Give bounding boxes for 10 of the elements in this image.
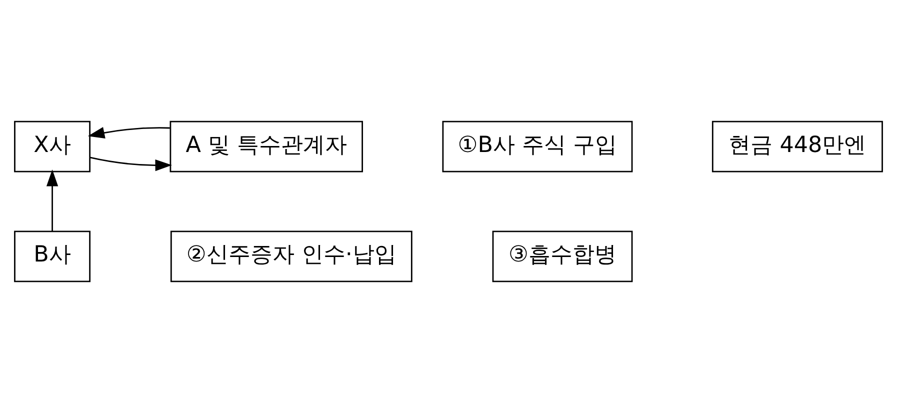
node-box: 현금 448만엔	[712, 120, 883, 172]
node-box: A 및 특수관계자	[170, 120, 363, 172]
node-box: ③흡수합병	[492, 230, 633, 282]
node-box: B사	[14, 230, 90, 282]
arrow	[88, 127, 170, 139]
arrow	[46, 170, 58, 232]
node-box: ①B사 주식 구입	[442, 120, 633, 172]
node-box: ②신주증자 인수·납입	[170, 230, 412, 282]
arrow	[90, 156, 172, 172]
node-box: X사	[14, 120, 90, 172]
